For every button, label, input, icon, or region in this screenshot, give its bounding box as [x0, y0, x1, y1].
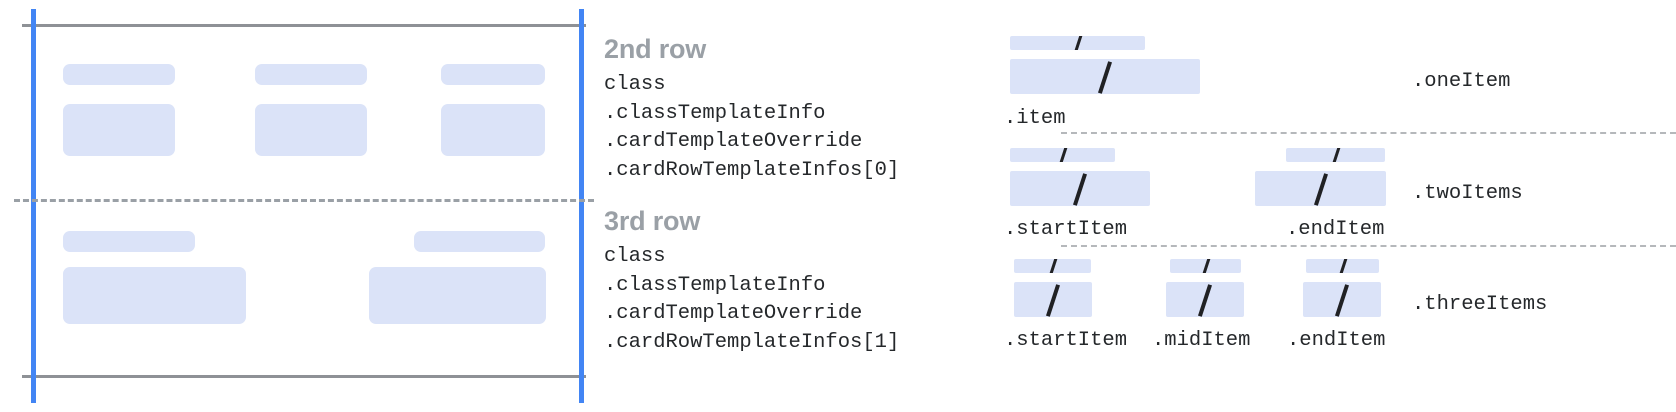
- row-3-code-line-4: .cardRowTemplateInfos[1]: [604, 330, 900, 354]
- three-items-start-label: .startItem: [1004, 329, 1128, 352]
- item-placeholder-box: [1010, 59, 1200, 94]
- placeholder-bar: [414, 231, 545, 252]
- row-3-code-line-1: class: [604, 245, 666, 268]
- card-left-guide: [31, 9, 36, 403]
- row-2-code-line-3: .cardTemplateOverride: [604, 130, 863, 153]
- row-3-description: 3rd row class .classTemplateInfo .cardTe…: [604, 205, 899, 357]
- placeholder-box: [63, 104, 175, 156]
- item-placeholder-box: [1255, 171, 1386, 206]
- three-items-mid-label: .midItem: [1152, 329, 1251, 352]
- slash-icon: [1048, 259, 1058, 273]
- one-item-section-label: .oneItem: [1412, 70, 1511, 93]
- card-right-guide: [579, 9, 584, 403]
- slash-icon: [1197, 283, 1213, 317]
- placeholder-bar: [63, 64, 175, 85]
- card-bottom-rule: [22, 375, 586, 378]
- two-items-section-label: .twoItems: [1412, 182, 1523, 205]
- item-placeholder-box: [1303, 282, 1381, 317]
- placeholder-bar: [255, 64, 367, 85]
- placeholder-bar: [441, 64, 545, 85]
- item-placeholder-bar: [1286, 148, 1385, 162]
- row-2-title: 2nd row: [604, 34, 707, 64]
- item-placeholder-box: [1010, 171, 1150, 206]
- row-3-code-line-2: .classTemplateInfo: [604, 273, 826, 297]
- row-2-code-line-1: class: [604, 73, 666, 96]
- item-placeholder-box: [1014, 282, 1092, 317]
- slash-icon: [1072, 172, 1088, 206]
- item-placeholder-bar: [1306, 259, 1379, 273]
- slash-icon: [1058, 148, 1068, 162]
- one-item-child-label: .item: [1004, 107, 1066, 130]
- item-section-separator-2: [1061, 245, 1676, 247]
- row-2-code-line-2: .classTemplateInfo: [604, 101, 826, 125]
- row-3-title: 3rd row: [604, 206, 701, 236]
- two-items-start-label: .startItem: [1004, 218, 1128, 241]
- card-row-separator: [14, 199, 594, 202]
- placeholder-box: [255, 104, 367, 156]
- placeholder-box: [369, 267, 546, 324]
- placeholder-box: [441, 104, 545, 156]
- item-placeholder-bar: [1170, 259, 1241, 273]
- slash-icon: [1331, 148, 1341, 162]
- slash-icon: [1334, 283, 1350, 317]
- slash-icon: [1097, 60, 1113, 94]
- row-2-code-line-4: .cardRowTemplateInfos[0]: [604, 158, 900, 182]
- placeholder-box: [63, 267, 246, 324]
- two-items-end-label: .endItem: [1286, 218, 1385, 241]
- row-2-description: 2nd row class .classTemplateInfo .cardTe…: [604, 33, 899, 185]
- item-placeholder-bar: [1010, 148, 1115, 162]
- three-items-end-label: .endItem: [1287, 329, 1386, 352]
- card-top-rule: [22, 24, 586, 27]
- slash-icon: [1313, 172, 1328, 206]
- slash-icon: [1338, 259, 1348, 273]
- row-3-code-line-3: .cardTemplateOverride: [604, 302, 863, 325]
- three-items-section-label: .threeItems: [1412, 293, 1548, 316]
- item-placeholder-box: [1166, 282, 1244, 317]
- item-placeholder-bar: [1010, 36, 1145, 50]
- slash-icon: [1073, 36, 1083, 50]
- slash-icon: [1045, 283, 1061, 317]
- slash-icon: [1201, 259, 1211, 273]
- item-section-separator-1: [1061, 132, 1676, 134]
- item-placeholder-bar: [1014, 259, 1091, 273]
- placeholder-bar: [63, 231, 195, 252]
